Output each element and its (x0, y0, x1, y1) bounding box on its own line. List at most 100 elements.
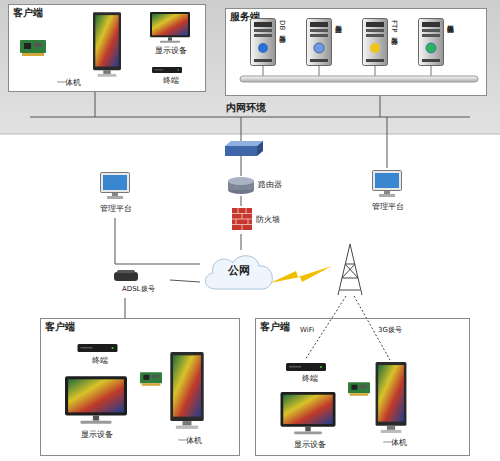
server-link (319, 66, 320, 76)
network-label: 内网环境 (226, 102, 266, 114)
server-emblem (258, 43, 268, 53)
box-heading: 客户端 (13, 7, 43, 19)
server-bus (240, 76, 478, 82)
tv-icon (65, 376, 127, 424)
server-icon (363, 19, 388, 66)
router: 路由器 (226, 176, 298, 196)
tv-icon (150, 12, 190, 43)
router-body (228, 181, 254, 190)
band-edge (0, 134, 500, 135)
device-label: 终端 (280, 374, 340, 383)
switch-side (257, 141, 263, 156)
player-card (20, 40, 46, 56)
server-icon (419, 19, 444, 66)
link-label: 3G拨号 (378, 326, 402, 334)
player-card (348, 382, 370, 396)
box-heading: 客户端 (260, 321, 290, 333)
player-card (140, 372, 162, 386)
wire (241, 117, 242, 142)
device-label: 显示设备 (146, 46, 196, 55)
device-label: 管理平台 (90, 204, 142, 213)
device-label: 一体机 (57, 78, 81, 87)
network-link (125, 298, 126, 318)
device-label: 公网 (200, 265, 278, 278)
management-pc: 管理平台 (362, 168, 414, 216)
switch-top (225, 141, 263, 146)
kiosk-icon (170, 352, 203, 429)
terminal-device: 终端 (70, 340, 130, 370)
device-label: 终端 (70, 356, 130, 365)
server-icon (307, 19, 332, 66)
terminal-icon (78, 344, 118, 352)
wire (387, 117, 388, 168)
network-link (241, 234, 242, 250)
device-label: 显示设备 (275, 440, 345, 449)
network-link (170, 280, 200, 282)
intranet-line (30, 116, 470, 117)
device-label: 一体机 (365, 438, 425, 447)
server-box: 服务端 DB服务器 主控服务器 FTP服务器 流媒体服务器 (225, 8, 487, 96)
tv-icon (281, 392, 336, 434)
device-label: FTP服务器 (390, 20, 398, 32)
kiosk-device: 一体机 (365, 360, 425, 454)
terminal-device: 终端 (146, 64, 196, 90)
server-link (431, 66, 432, 76)
modem-icon (114, 272, 138, 281)
box-heading: 服务端 (230, 11, 260, 23)
adsl-modem: ADSL拨号 (110, 268, 170, 298)
server: 流媒体服务器 (416, 16, 466, 70)
device-label: 管理平台 (362, 202, 414, 211)
firewall: 防火墙 (230, 206, 300, 234)
device-label: 一体机 (160, 436, 220, 445)
server: 主控服务器 (304, 16, 354, 70)
device-label: 显示设备 (62, 430, 132, 439)
management-pc: 管理平台 (90, 170, 142, 218)
switch-front (225, 146, 257, 156)
server-emblem (426, 43, 436, 53)
monitor-icon (101, 173, 130, 200)
client-box: 客户端终端显示设备一体机 (40, 318, 240, 456)
device-label: DB服务器 (278, 20, 286, 30)
kiosk-icon (376, 362, 407, 433)
router-bottom (228, 186, 254, 194)
intranet-band (0, 0, 500, 134)
kiosk-device: 一体机 (160, 350, 220, 450)
internet-cloud: 公网 (200, 250, 278, 292)
display-device: 显示设备 (146, 10, 196, 62)
server-icon (251, 19, 276, 66)
kiosk-icon (93, 12, 121, 76)
server-emblem (370, 43, 380, 53)
display-device: 显示设备 (62, 374, 132, 454)
display-device: 显示设备 (275, 390, 345, 454)
antenna-tower (338, 244, 362, 295)
device-label: 路由器 (258, 180, 282, 189)
server: DB服务器 (248, 16, 298, 70)
wireless-bolt (270, 266, 332, 283)
client-box: 客户端一体机 显示设备终端 (8, 4, 206, 92)
client-box: 客户端终端显示设备 一体机 (255, 318, 470, 456)
monitor-icon (373, 171, 402, 198)
server: FTP服务器 (360, 16, 410, 70)
server-link (375, 66, 376, 76)
box-heading: 客户端 (45, 321, 75, 333)
server-link (263, 66, 264, 76)
wire (380, 96, 381, 117)
device-label: ADSL拨号 (122, 285, 155, 293)
server-emblem (314, 43, 324, 53)
wire (241, 156, 242, 176)
device-label: 终端 (146, 76, 196, 85)
network-link (115, 218, 200, 264)
link-label: WiFi (300, 326, 314, 334)
device-label: 防火墙 (256, 215, 280, 224)
firewall-bricks (232, 208, 252, 230)
modem-top (117, 270, 135, 273)
firewall-icon (232, 208, 252, 230)
network-link (241, 196, 242, 206)
wire (95, 92, 96, 117)
terminal-icon (152, 67, 182, 73)
terminal-icon (286, 363, 326, 371)
terminal-device: 终端 (280, 360, 340, 388)
router-top (228, 177, 254, 185)
